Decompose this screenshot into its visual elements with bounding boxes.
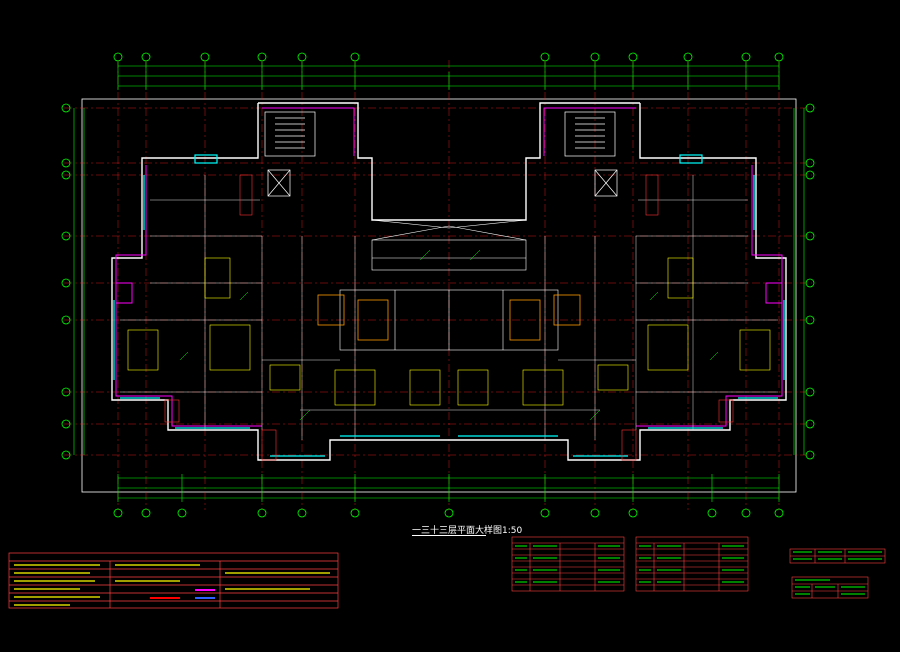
central-lobby [339, 219, 559, 351]
drawing-title: 一三十三层平面大样图1:50 [412, 526, 523, 536]
windows [113, 154, 785, 457]
annotation-marks [179, 249, 719, 421]
furniture [127, 257, 771, 406]
small-table-top [789, 548, 886, 564]
left-axis-bubbles [61, 103, 71, 460]
schedule-content [515, 545, 744, 583]
wall-hatch [164, 174, 734, 461]
dimension-lines [73, 65, 805, 499]
building-walls-magenta [115, 107, 783, 427]
small-table-content [793, 551, 882, 595]
schedule-table-left [511, 536, 625, 592]
outer-frame [81, 98, 797, 493]
right-axis-bubbles [805, 103, 815, 460]
drawing-title-underline [412, 535, 486, 536]
legend-content [14, 564, 330, 606]
legend-swatches [150, 589, 215, 599]
top-axis-bubbles [113, 52, 784, 62]
bottom-axis-bubbles [113, 508, 784, 518]
schedule-table-right [635, 536, 749, 592]
dimension-ticks [117, 62, 780, 502]
furniture-orange [317, 294, 581, 341]
interior-partitions [120, 175, 778, 440]
stair-cores [264, 111, 618, 197]
legend-table [8, 552, 339, 609]
small-table-bottom [791, 576, 869, 599]
